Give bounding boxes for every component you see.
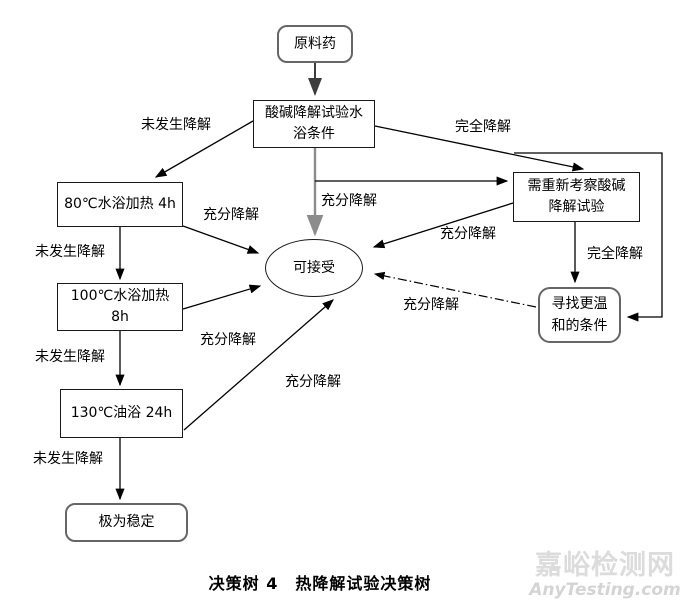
- label-sufficient-degradation-reexamine: 充分降解: [440, 226, 496, 242]
- edge-80-to-accept: [182, 225, 260, 254]
- label-no-degradation-1: 未发生降解: [141, 117, 211, 133]
- watermark-site-url: AnyTesting.com: [529, 580, 681, 600]
- watermark: 嘉峪检测网 AnyTesting.com: [527, 551, 683, 600]
- edge-130-to-accept: [183, 299, 334, 431]
- node-acid-base-test: 酸碱降解试验水 浴条件: [253, 100, 375, 148]
- node-oil-bath-130: 130℃油浴 24h: [60, 389, 183, 438]
- edge-100-to-accept: [182, 284, 262, 310]
- node-reexamine-acid-base: 需重新考察酸碱 降解试验: [513, 172, 640, 222]
- edge-acidbase-to-reexamine: [374, 125, 585, 172]
- label-complete-degradation-2: 完全降解: [587, 246, 643, 262]
- label-complete-degradation-1: 完全降解: [455, 119, 511, 135]
- label-sufficient-degradation-130: 充分降解: [285, 374, 341, 390]
- label-sufficient-degradation-acidbase: 充分降解: [321, 193, 377, 209]
- label-no-degradation-4: 未发生降解: [33, 451, 103, 467]
- label-no-degradation-2: 未发生降解: [35, 244, 105, 260]
- label-sufficient-degradation-milder: 充分降解: [403, 297, 459, 313]
- edge-milder-to-accept-dashdot: [373, 271, 537, 308]
- edge-around-to-milder: [514, 152, 663, 322]
- diagram-caption: 决策树 4 热降解试验决策树: [208, 574, 432, 593]
- node-raw-material: 原料药: [277, 25, 353, 63]
- label-sufficient-degradation-100: 充分降解: [200, 332, 256, 348]
- node-water-bath-80: 80℃水浴加热 4h: [57, 182, 183, 227]
- label-no-degradation-3: 未发生降解: [35, 349, 105, 365]
- node-very-stable: 极为稳定: [65, 503, 188, 542]
- node-water-bath-100: 100℃水浴加热 8h: [57, 283, 183, 331]
- node-acceptable: 可接受: [265, 239, 363, 297]
- edge-acidbase-to-80: [154, 120, 254, 178]
- label-sufficient-degradation-80: 充分降解: [203, 207, 259, 223]
- node-find-milder-conditions: 寻找更温 和的条件: [538, 287, 621, 343]
- watermark-site-name: 嘉峪检测网: [535, 550, 675, 581]
- edge-reexamine-to-accept: [372, 202, 514, 249]
